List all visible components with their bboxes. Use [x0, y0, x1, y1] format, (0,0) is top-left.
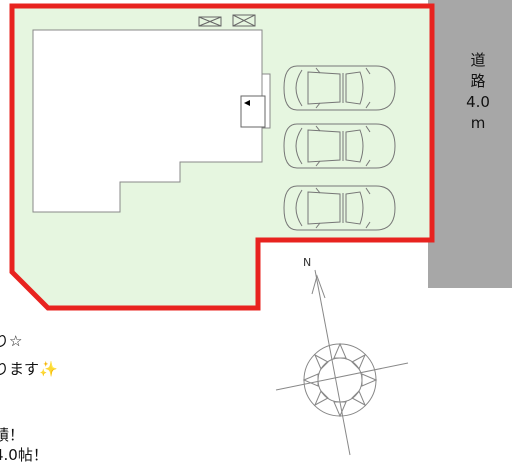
road	[428, 0, 512, 288]
entrance-door	[240, 95, 266, 128]
road-width-unit: m	[470, 114, 486, 132]
road-label-char: 路	[470, 72, 486, 90]
caption-line: 4.0帖！	[0, 446, 48, 464]
road-width-value: 4.0	[466, 93, 490, 111]
vent-icon	[198, 14, 256, 27]
caption-line: 積！	[0, 426, 25, 444]
entrance-arrow-icon	[244, 100, 250, 106]
road-label-char: 道	[470, 51, 486, 69]
compass-icon	[275, 269, 409, 456]
caption-line: り☆	[0, 332, 23, 350]
north-label: N	[303, 256, 312, 269]
road-label: 道 路 4.0 m	[443, 50, 512, 134]
caption-line: ります✨	[0, 360, 58, 378]
car-icon	[283, 65, 396, 111]
